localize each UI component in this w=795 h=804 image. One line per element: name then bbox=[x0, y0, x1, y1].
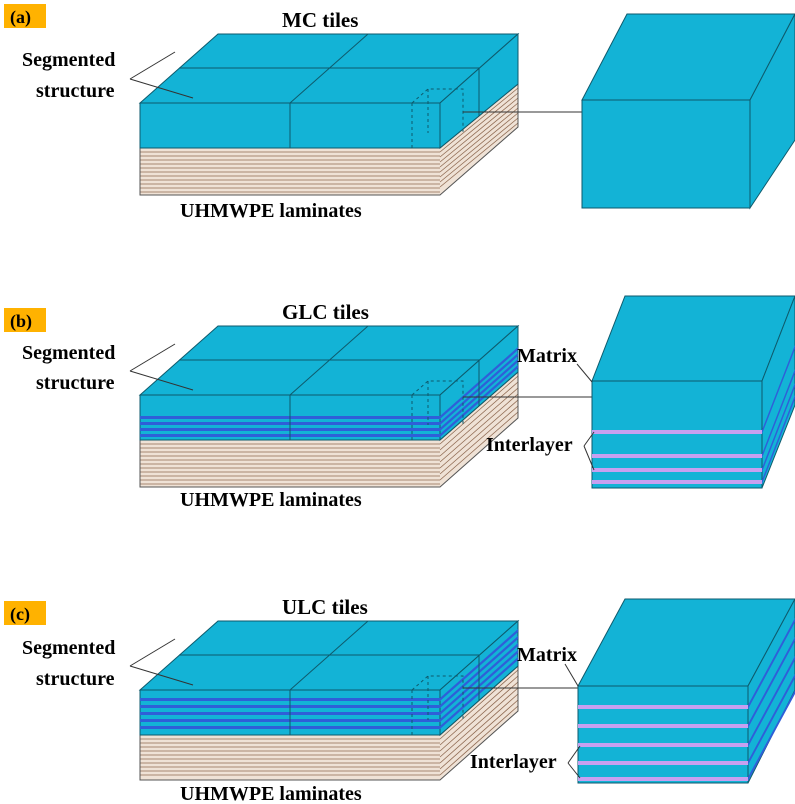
panel-c-title: ULC tiles bbox=[282, 595, 368, 619]
panel-a-uhmwpe-label: UHMWPE laminates bbox=[180, 200, 362, 222]
panel-b-uhmwpe-label: UHMWPE laminates bbox=[180, 489, 362, 511]
panel-b-title: GLC tiles bbox=[282, 300, 369, 324]
panel-b-laminate-block bbox=[139, 370, 519, 488]
panel-c-segmented-label-line2: structure bbox=[36, 668, 115, 690]
panel-b-zoom-cube bbox=[591, 295, 795, 489]
panel-b-segmented-label-line1: Segmented bbox=[22, 342, 115, 364]
panel-c-interlayer-label: Interlayer bbox=[470, 751, 557, 773]
panel-b-matrix-label: Matrix bbox=[517, 345, 577, 367]
panel-b-interlayer-pointers bbox=[583, 431, 595, 471]
panel-c-badge-label: (c) bbox=[10, 604, 30, 625]
panel-c-segmented-label-line1: Segmented bbox=[22, 637, 115, 659]
panel-b-matrix-pointer bbox=[576, 363, 593, 383]
panel-a-title: MC tiles bbox=[282, 8, 358, 32]
panel-a: (a) bbox=[4, 4, 795, 222]
panel-a-laminate-lines bbox=[140, 87, 519, 193]
panel-c-badge bbox=[4, 601, 46, 625]
panel-c-interlayer-pointers bbox=[567, 745, 581, 779]
panel-b: (b) bbox=[4, 295, 795, 511]
panel-a-badge bbox=[4, 4, 46, 28]
panel-b-tile-block bbox=[138, 324, 520, 442]
panel-c: (c) bbox=[4, 595, 795, 804]
panel-a-segmented-label-line1: Segmented bbox=[22, 49, 115, 71]
panel-b-segmented-pointers bbox=[129, 343, 194, 391]
panel-c-laminate-lines bbox=[140, 669, 519, 776]
panel-a-badge-label: (a) bbox=[10, 7, 31, 28]
panel-a-segmented-label-line2: structure bbox=[36, 80, 115, 102]
panel-c-tile-block bbox=[138, 619, 520, 737]
panel-c-zoom-interlayers bbox=[578, 618, 795, 781]
panel-b-interlayer-label: Interlayer bbox=[486, 434, 573, 456]
panel-c-matrix-label: Matrix bbox=[517, 644, 577, 666]
panel-b-badge bbox=[4, 308, 46, 332]
panel-c-zoom-cube bbox=[577, 598, 795, 784]
panel-a-tile-block bbox=[138, 32, 520, 150]
panel-a-segmented-pointers bbox=[129, 51, 194, 99]
panel-b-segmented-label-line2: structure bbox=[36, 372, 115, 394]
panel-c-uhmwpe-label: UHMWPE laminates bbox=[180, 783, 362, 804]
panel-b-laminate-lines bbox=[140, 375, 519, 485]
panel-b-badge-label: (b) bbox=[10, 311, 32, 332]
panel-c-matrix-pointer bbox=[564, 663, 579, 687]
panel-b-zoom-interlayers bbox=[592, 345, 795, 484]
panel-a-zoom-cube bbox=[581, 13, 795, 210]
panel-c-segmented-pointers bbox=[129, 638, 194, 686]
